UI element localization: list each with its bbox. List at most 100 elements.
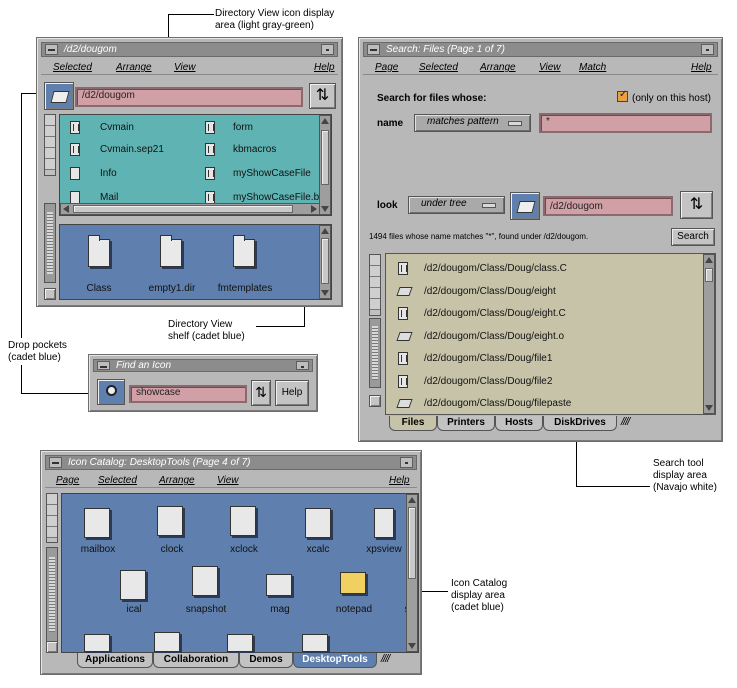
icon-size-slider[interactable] xyxy=(369,318,381,388)
menu-page[interactable]: Page xyxy=(56,475,80,486)
minimize-button[interactable] xyxy=(321,44,334,55)
look-option-menu[interactable]: under tree xyxy=(408,196,505,214)
notepad-icon[interactable] xyxy=(340,572,366,594)
drop-pocket[interactable] xyxy=(97,379,125,405)
column-view-icon[interactable] xyxy=(47,516,57,527)
list-view-icon[interactable] xyxy=(45,126,55,137)
column-view-icon[interactable] xyxy=(370,277,380,288)
match-option-menu[interactable]: matches pattern xyxy=(414,114,531,132)
window-titlebar[interactable]: Icon Catalog: DesktopTools (Page 4 of 7) xyxy=(45,455,417,470)
clock-icon[interactable] xyxy=(157,506,183,536)
menu-arrange[interactable]: Arrange xyxy=(159,475,195,486)
window-titlebar[interactable]: Find an Icon xyxy=(93,359,313,372)
app-icon[interactable] xyxy=(302,634,328,652)
tab-diskdrives[interactable]: DiskDrives xyxy=(543,416,617,431)
view-tool-strip[interactable] xyxy=(369,254,381,316)
result-row[interactable]: /d2/dougom/Class/Doug/eight.o xyxy=(396,329,564,345)
host-only-checkbox[interactable] xyxy=(617,89,628,102)
file-item[interactable]: form xyxy=(205,120,253,136)
scroll-thumb[interactable] xyxy=(321,238,329,284)
icon-view-icon[interactable] xyxy=(47,494,57,505)
xpsview-icon[interactable] xyxy=(374,508,394,538)
path-field[interactable]: /d2/dougom xyxy=(75,87,303,107)
menu-selected[interactable]: Selected xyxy=(98,475,137,486)
menu-page[interactable]: Page xyxy=(375,62,399,73)
scroll-thumb[interactable] xyxy=(408,507,416,579)
horizontal-scrollbar[interactable] xyxy=(60,203,320,215)
menu-selected[interactable]: Selected xyxy=(419,62,458,73)
result-row[interactable]: /d2/dougom/Class/Doug/class.C xyxy=(398,261,567,277)
scroll-left-icon[interactable] xyxy=(63,205,69,213)
scroll-right-icon[interactable] xyxy=(311,205,317,213)
corner-button[interactable] xyxy=(44,288,56,300)
drop-pocket[interactable] xyxy=(510,192,540,220)
result-row[interactable]: /d2/dougom/Class/Doug/filepaste xyxy=(396,396,571,412)
menu-selected[interactable]: Selected xyxy=(53,62,92,73)
menu-help[interactable]: Help xyxy=(691,62,712,73)
menu-help[interactable]: Help xyxy=(389,475,410,486)
corner-button[interactable] xyxy=(369,395,381,407)
tab-applications[interactable]: Applications xyxy=(77,653,153,668)
scroll-down-icon[interactable] xyxy=(705,405,713,411)
folder-icon[interactable] xyxy=(88,235,110,267)
minimize-button[interactable] xyxy=(296,361,309,370)
tab-files[interactable]: Files xyxy=(389,416,437,431)
icon-size-slider[interactable] xyxy=(46,547,58,642)
face-icon[interactable] xyxy=(45,148,55,159)
drop-pocket[interactable] xyxy=(44,82,74,110)
mailbox-icon[interactable] xyxy=(84,508,110,538)
result-row[interactable]: /d2/dougom/Class/Doug/file1 xyxy=(398,351,552,367)
scroll-up-icon[interactable] xyxy=(321,118,329,124)
icon-view-icon[interactable] xyxy=(45,115,55,126)
refresh-button[interactable]: ⇅ xyxy=(680,191,713,219)
ical-icon[interactable] xyxy=(120,570,146,600)
window-titlebar[interactable]: /d2/dougom xyxy=(41,42,338,57)
scroll-up-icon[interactable] xyxy=(705,257,713,263)
help-button[interactable]: Help xyxy=(275,380,309,406)
tab-printers[interactable]: Printers xyxy=(437,416,495,431)
window-menu-button[interactable] xyxy=(97,361,110,370)
app-icon[interactable] xyxy=(154,632,180,652)
scroll-thumb[interactable] xyxy=(705,268,713,282)
view-tool-strip[interactable] xyxy=(44,114,56,176)
window-menu-button[interactable] xyxy=(367,44,380,55)
split-icon[interactable] xyxy=(370,299,380,310)
menu-view[interactable]: View xyxy=(539,62,561,73)
file-item[interactable]: Cvmain.sep21 xyxy=(70,142,164,158)
window-menu-button[interactable] xyxy=(49,457,62,468)
magnifier-icon[interactable] xyxy=(266,574,292,596)
face-icon[interactable] xyxy=(47,527,57,538)
view-tool-strip[interactable] xyxy=(46,493,58,543)
scroll-thumb[interactable] xyxy=(73,205,293,213)
more-tabs-icon[interactable]: //// xyxy=(381,653,390,665)
vertical-scrollbar[interactable] xyxy=(319,115,331,215)
tab-collaboration[interactable]: Collaboration xyxy=(153,653,239,668)
menu-arrange[interactable]: Arrange xyxy=(480,62,516,73)
window-menu-button[interactable] xyxy=(45,44,58,55)
column-view-icon[interactable] xyxy=(45,137,55,148)
tab-hosts[interactable]: Hosts xyxy=(495,416,543,431)
more-tabs-icon[interactable]: //// xyxy=(621,416,630,428)
grid-icon[interactable] xyxy=(84,634,110,652)
list-view-icon[interactable] xyxy=(47,505,57,516)
icon-view-icon[interactable] xyxy=(370,255,380,266)
vertical-scrollbar[interactable] xyxy=(319,225,331,299)
result-row[interactable]: /d2/dougom/Class/Doug/file2 xyxy=(398,374,552,390)
tab-desktoptools[interactable]: DesktopTools xyxy=(293,653,377,668)
split-icon[interactable] xyxy=(45,159,55,170)
find-icon-field[interactable]: showcase xyxy=(129,385,247,403)
file-item[interactable]: myShowCaseFile xyxy=(205,166,311,182)
search-button[interactable]: Search xyxy=(671,228,715,246)
minimize-button[interactable] xyxy=(400,457,413,468)
snapshot-icon[interactable] xyxy=(192,566,218,596)
menu-view[interactable]: View xyxy=(174,62,196,73)
menu-match[interactable]: Match xyxy=(579,62,607,73)
icon-size-slider[interactable] xyxy=(44,203,56,283)
window-titlebar[interactable]: Search: Files (Page 1 of 7) xyxy=(363,42,718,57)
minimize-button[interactable] xyxy=(701,44,714,55)
scroll-down-icon[interactable] xyxy=(408,643,416,649)
scroll-down-icon[interactable] xyxy=(321,206,329,212)
vertical-scrollbar[interactable] xyxy=(406,494,418,652)
look-path-field[interactable]: /d2/dougom xyxy=(543,196,673,216)
file-item[interactable]: Cvmain xyxy=(70,120,134,136)
